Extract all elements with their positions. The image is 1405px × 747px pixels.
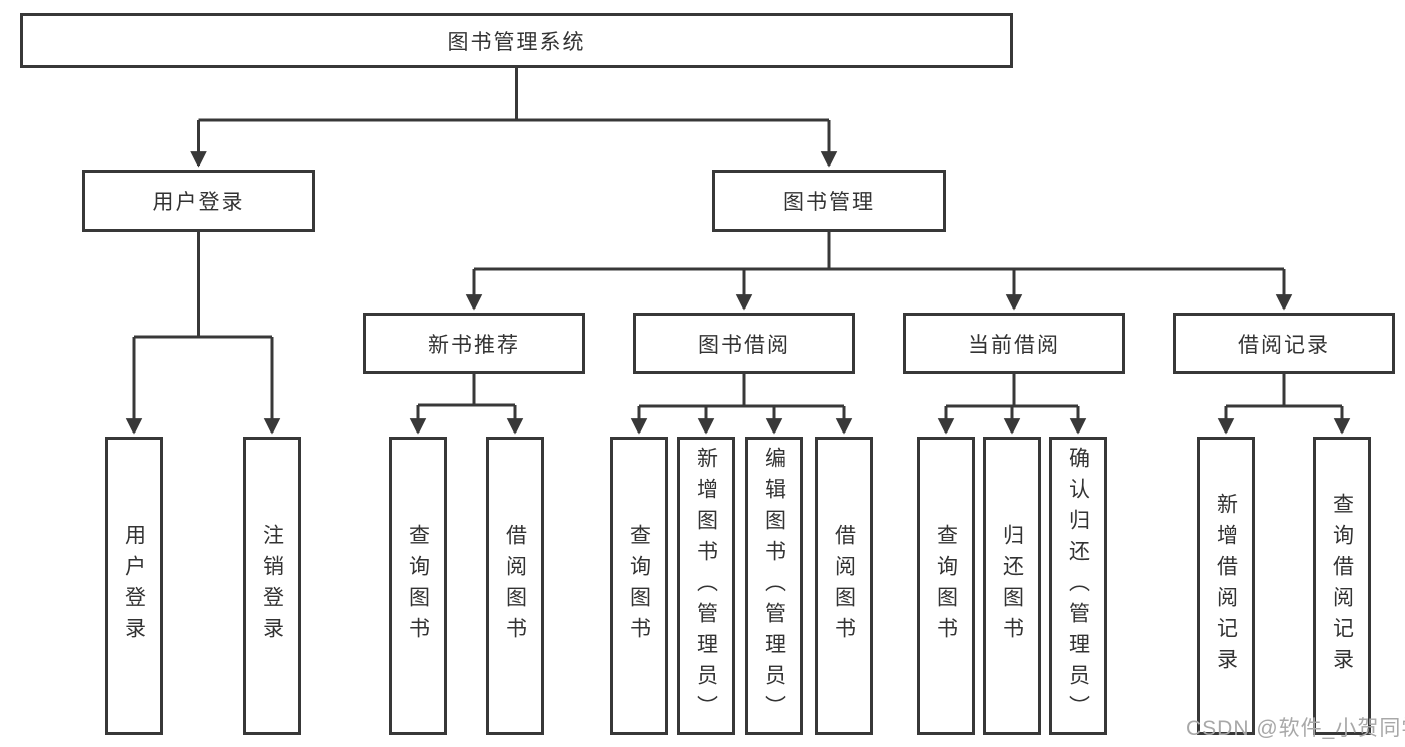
node-borrow-records: 借阅记录 bbox=[1173, 313, 1395, 374]
node-root: 图书管理系统 bbox=[20, 13, 1013, 68]
node-label: 查询借阅记录 bbox=[1330, 493, 1354, 679]
node-leaf-borrow-books-1: 借阅图书 bbox=[486, 437, 544, 735]
node-label: 用户登录 bbox=[152, 191, 245, 214]
node-leaf-add-books-admin: 新增图书（管理员） bbox=[677, 437, 735, 735]
node-label: 查询图书 bbox=[934, 524, 958, 648]
node-label: 新增图书（管理员） bbox=[694, 446, 718, 726]
node-label: 用户登录 bbox=[122, 524, 146, 648]
node-leaf-user-login: 用户登录 bbox=[105, 437, 163, 735]
node-leaf-logout: 注销登录 bbox=[243, 437, 301, 735]
node-label: 查询图书 bbox=[627, 524, 651, 648]
node-leaf-return-books: 归还图书 bbox=[983, 437, 1041, 735]
node-label: 图书管理系统 bbox=[447, 30, 586, 54]
node-label: 查询图书 bbox=[406, 524, 430, 648]
node-label: 借阅图书 bbox=[503, 524, 527, 648]
node-leaf-query-borrow-record: 查询借阅记录 bbox=[1313, 437, 1371, 735]
node-label: 编辑图书（管理员） bbox=[762, 446, 786, 726]
node-new-book-recommend: 新书推荐 bbox=[363, 313, 585, 374]
node-label: 归还图书 bbox=[1000, 524, 1024, 648]
node-leaf-borrow-books-2: 借阅图书 bbox=[815, 437, 873, 735]
node-label: 确认归还（管理员） bbox=[1066, 446, 1090, 726]
node-leaf-query-books-2: 查询图书 bbox=[610, 437, 668, 735]
node-book-borrow: 图书借阅 bbox=[633, 313, 855, 374]
node-leaf-query-books-3: 查询图书 bbox=[917, 437, 975, 735]
node-label: 借阅记录 bbox=[1238, 333, 1330, 357]
node-leaf-query-books-1: 查询图书 bbox=[389, 437, 447, 735]
node-leaf-add-borrow-record: 新增借阅记录 bbox=[1197, 437, 1255, 735]
node-leaf-confirm-return-admin: 确认归还（管理员） bbox=[1049, 437, 1107, 735]
node-label: 当前借阅 bbox=[968, 333, 1060, 357]
watermark: CSDN @软件_小贺同学 bbox=[1186, 717, 1405, 740]
node-label: 注销登录 bbox=[260, 524, 284, 648]
node-label: 新增借阅记录 bbox=[1214, 493, 1238, 679]
node-label: 图书借阅 bbox=[698, 333, 790, 357]
node-label: 新书推荐 bbox=[428, 333, 520, 357]
node-leaf-edit-books-admin: 编辑图书（管理员） bbox=[745, 437, 803, 735]
node-book-management: 图书管理 bbox=[712, 170, 946, 232]
node-label: 借阅图书 bbox=[832, 524, 856, 648]
node-label: 图书管理 bbox=[783, 191, 875, 214]
node-current-borrow: 当前借阅 bbox=[903, 313, 1125, 374]
node-user-login: 用户登录 bbox=[82, 170, 315, 232]
